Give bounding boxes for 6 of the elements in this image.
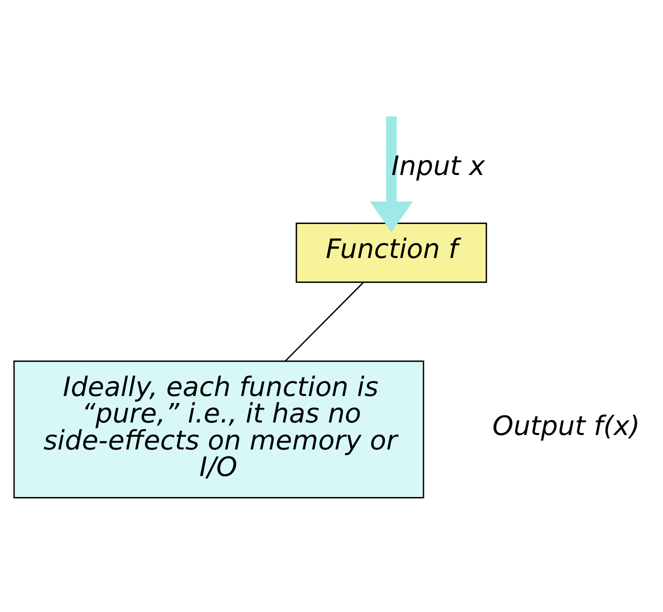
arrow bbox=[370, 116, 413, 232]
label: Output f(x) bbox=[492, 410, 640, 442]
node-box: Function f bbox=[296, 222, 488, 282]
connector bbox=[284, 282, 364, 362]
node-box: Ideally, each function is “pure,” i.e., it has no side-effects on memory or I/O bbox=[13, 360, 424, 498]
edge-label: Input x bbox=[391, 150, 485, 182]
